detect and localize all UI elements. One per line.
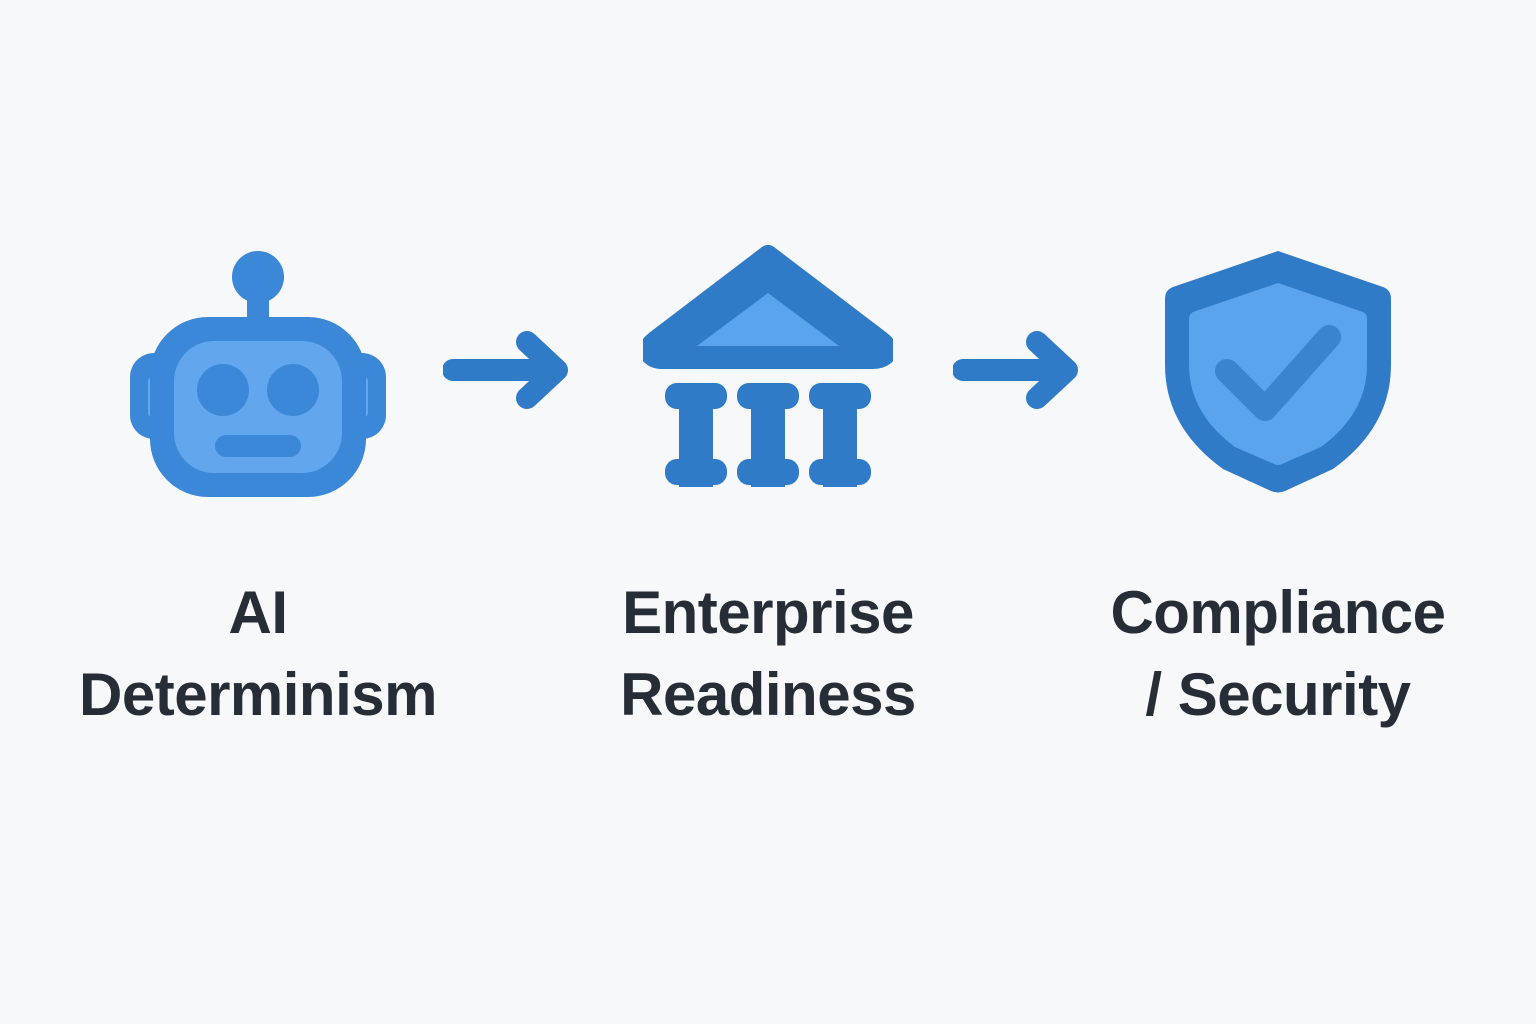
flow-step-ai-determinism[interactable]: AI Determinism [78,0,438,736]
bank-icon-slot [618,220,918,520]
connector-slot-1 [438,220,588,520]
flow-step-compliance-security[interactable]: Compliance / Security [1098,0,1458,736]
label-line-2: Determinism [79,661,437,729]
flow-step-enterprise-readiness[interactable]: Enterprise Readiness [588,0,948,736]
label-line-1: Compliance [1110,579,1446,646]
label-line-2: Readiness [620,661,916,729]
robot-icon-slot [108,220,408,520]
shield-icon-slot [1128,220,1428,520]
flow-step-label-enterprise-readiness: Enterprise Readiness [620,572,916,736]
arrow-right-icon [953,331,1078,409]
robot-icon [130,251,386,497]
shield-check-icon [1165,251,1391,493]
label-line-1: Enterprise [622,579,914,646]
connector-slot-2 [948,220,1098,520]
bank-institution-icon [643,245,893,487]
flow-step-label-compliance-security: Compliance / Security [1110,572,1446,736]
flow-step-label-ai-determinism: AI Determinism [79,572,437,736]
arrow-right-icon [443,331,568,409]
label-line-1: AI [228,579,289,646]
label-line-2: / Security [1145,661,1411,729]
